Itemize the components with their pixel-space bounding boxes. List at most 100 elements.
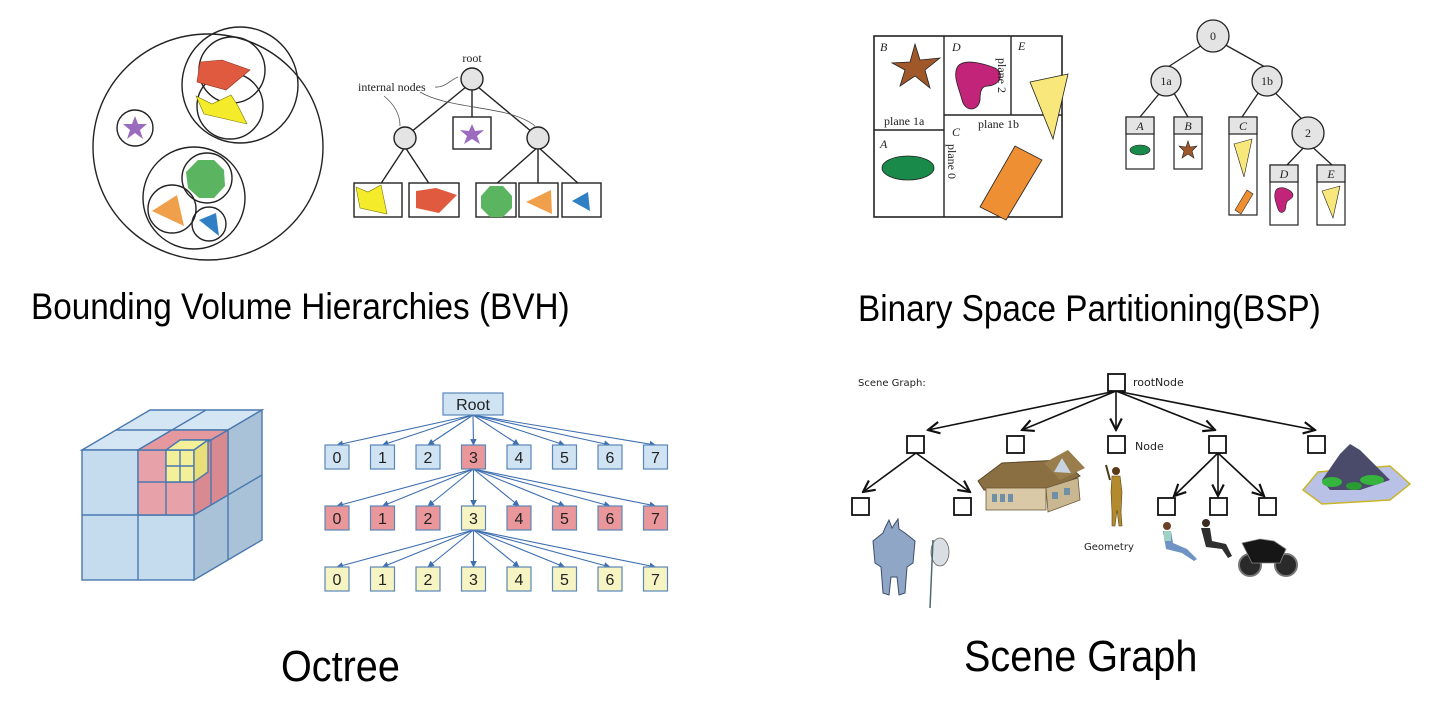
bsp-node-1b <box>1251 65 1283 97</box>
scene-root-node <box>1107 373 1126 392</box>
bvh-annotation-arrow-root <box>434 76 459 88</box>
octree-edge <box>470 414 477 446</box>
bvh-internal-nodes-label: internal nodes <box>358 80 426 94</box>
octree-edge <box>473 468 657 509</box>
octree-node-label: 6 <box>606 572 615 589</box>
scene-root-label: rootNode <box>1133 376 1184 389</box>
octree-node-label: 1 <box>378 450 387 467</box>
bvh-panel: root internal nodes Bounding Volume Hier… <box>0 0 700 340</box>
octree-edge <box>427 529 474 568</box>
motorcycle-geometry-icon <box>1238 538 1298 577</box>
scene-node-3 <box>1107 435 1126 454</box>
octree-cube-diagram <box>79 408 265 582</box>
bvh-annotation-arrow-left <box>383 95 401 127</box>
octree-edge <box>381 468 474 507</box>
scene-leaf-2 <box>953 497 972 516</box>
bsp-spatial-diagram: B D E A C plane 1a plane 1b plane 2 plan… <box>873 35 1069 221</box>
octree-node-level3-1 <box>369 566 396 592</box>
octree-node-label: 4 <box>515 511 524 528</box>
bsp-region-e-label: E <box>1017 39 1026 53</box>
octree-edge <box>472 414 611 447</box>
bvh-spatial-diagram <box>92 26 324 261</box>
octree-edge <box>473 468 566 507</box>
octree-node-label: 0 <box>333 450 342 467</box>
octree-edge <box>381 529 474 568</box>
scene-graph-caption: Scene Graph <box>964 632 1198 681</box>
octree-node-level1-4 <box>506 444 532 470</box>
octree-node-label: 0 <box>333 511 342 528</box>
bsp-node-2 <box>1291 116 1325 150</box>
bsp-node-2-label: 2 <box>1305 126 1311 140</box>
bsp-node-1a <box>1150 65 1182 97</box>
plane-1b-label: plane 1b <box>978 117 1019 131</box>
octree-node-level3-3 <box>460 566 487 592</box>
bvh-outer-volume <box>92 33 324 261</box>
octree-node-label: 5 <box>560 450 569 467</box>
bsp-shape-c-rect <box>979 145 1043 221</box>
bsp-caption: Binary Space Partitioning(BSP) <box>858 288 1321 329</box>
bvh-yellow-shape <box>195 94 248 125</box>
scene-geometry-label: Geometry <box>1084 542 1134 553</box>
octree-node-label: 7 <box>651 511 660 528</box>
bvh-volume-green <box>181 152 233 204</box>
scene-leaf-4 <box>1209 497 1228 516</box>
bvh-internal-node-right <box>526 126 550 150</box>
bvh-leaf-star-icon <box>460 124 484 144</box>
octree-root-node <box>442 392 504 416</box>
bsp-node-0-label: 0 <box>1210 29 1216 43</box>
bvh-blue-triangle <box>199 213 219 236</box>
bvh-volume-orange <box>147 184 197 234</box>
scene-graph-diagram: Scene Graph: rootNode Nod <box>851 373 1412 609</box>
octree-edge <box>336 468 474 508</box>
octree-node-label: 3 <box>469 572 478 589</box>
plane-1a-label: plane 1a <box>884 114 925 128</box>
house-geometry-icon <box>977 450 1085 513</box>
bsp-shape-b-star <box>890 42 942 90</box>
bsp-panel: B D E A C plane 1a plane 1b plane 2 plan… <box>700 0 1436 340</box>
bvh-volume-bottom <box>142 146 246 250</box>
bvh-volume-top <box>181 26 299 144</box>
octree-node-level2-2 <box>415 505 441 531</box>
scene-node-1 <box>906 435 925 454</box>
octree-node-label: 4 <box>515 572 524 589</box>
bsp-node-0 <box>1196 19 1230 53</box>
scene-node-label: Node <box>1135 440 1164 453</box>
plane-2-label: plane 2 <box>995 58 1009 93</box>
octree-edge <box>427 414 474 446</box>
bvh-annotation-arrow-right <box>419 91 536 127</box>
octree-node-label: 1 <box>378 511 387 528</box>
octree-node-label: 1 <box>378 572 387 589</box>
bvh-leaf-red-icon <box>416 188 457 213</box>
octree-node-label: 6 <box>606 511 615 528</box>
octree-node-label: 2 <box>424 511 433 528</box>
octree-node-level1-6 <box>597 444 623 470</box>
bvh-orange-triangle <box>152 195 184 226</box>
octree-edge <box>336 414 474 447</box>
bsp-leaf-b-label: B <box>1184 119 1192 133</box>
octree-node-level2-1 <box>369 505 396 531</box>
bsp-shape-e-triangle <box>1029 73 1069 141</box>
octree-node-level2-5 <box>551 505 578 531</box>
bvh-root-node <box>460 67 484 91</box>
bsp-leaf-a-icon <box>1129 144 1151 156</box>
bsp-leaf-c-rect-icon <box>1234 189 1254 215</box>
scene-node-4 <box>1208 435 1227 454</box>
octree-node-level1-7 <box>642 444 669 470</box>
octree-edge <box>336 529 474 569</box>
seated-woman-geometry-icon <box>1163 522 1197 561</box>
octant-yellow-right <box>193 438 209 484</box>
bsp-leaf-c-label: C <box>1239 119 1248 133</box>
knight-geometry-icon <box>872 517 950 609</box>
octree-node-level3-5 <box>551 566 578 592</box>
bsp-shape-d <box>955 61 1001 110</box>
octree-node-label: 3 <box>469 511 478 528</box>
octree-caption: Octree <box>281 642 400 691</box>
octree-edge <box>473 529 566 568</box>
octree-node-level3-0 <box>324 566 350 592</box>
bsp-shape-a-ellipse <box>881 155 935 181</box>
octree-edge <box>472 414 520 446</box>
octree-edge <box>472 414 566 447</box>
bvh-leaf-yellow-icon <box>355 184 388 215</box>
bvh-leaf-orange-icon <box>526 190 552 214</box>
